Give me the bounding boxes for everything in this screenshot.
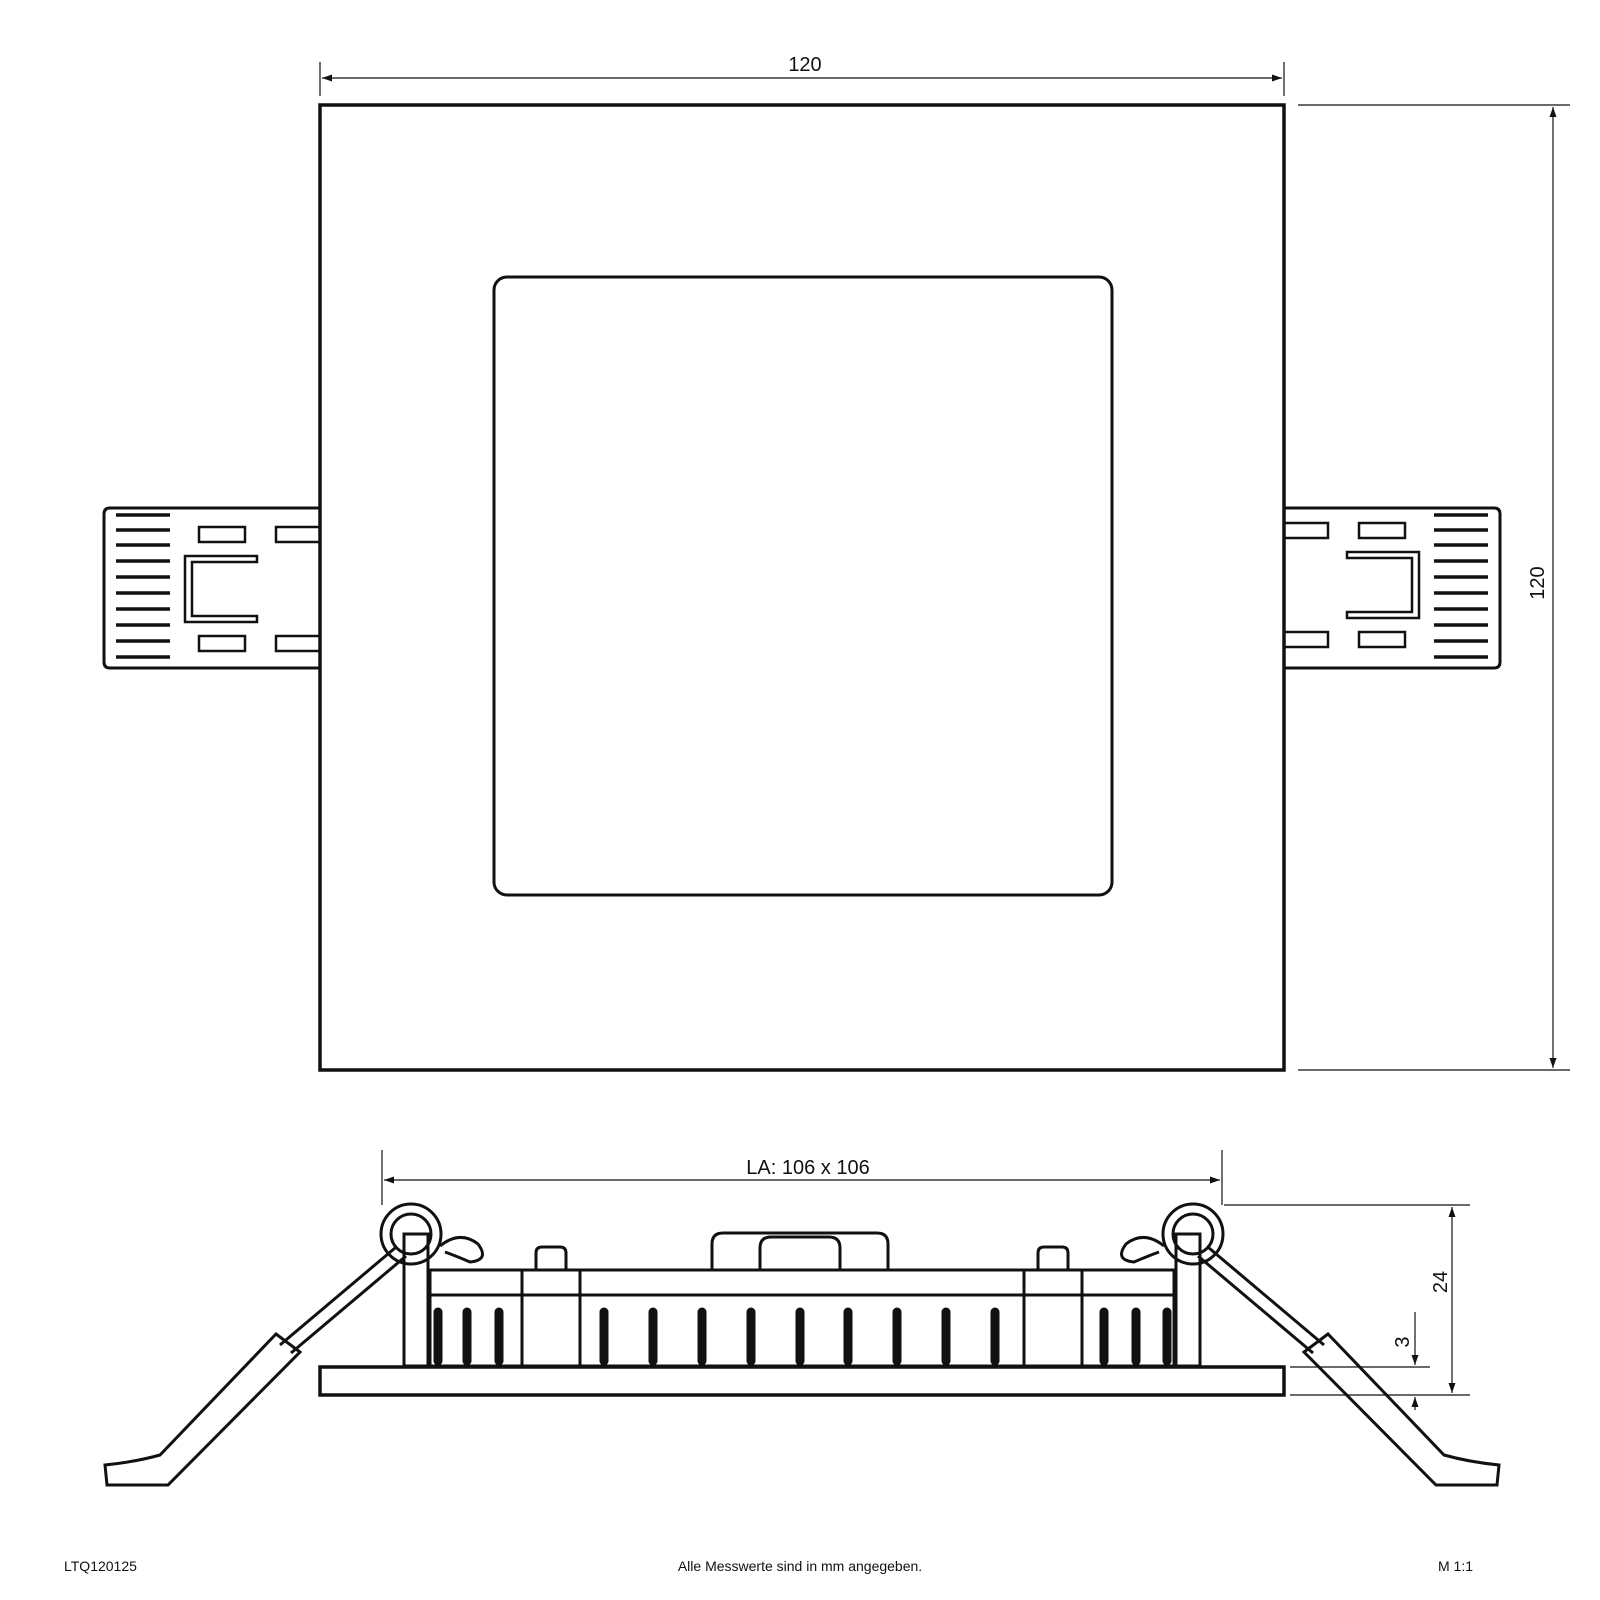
height-label: 120 [1527,566,1549,599]
left-mounting-clip [102,506,322,670]
right-mounting-clip [1282,506,1502,670]
article-number: LTQ120125 [64,1558,137,1574]
cutout-dimension: LA: 106 x 106 [381,1150,1223,1205]
outer-frame [318,103,1286,1072]
cooling-fins [433,1307,1172,1366]
units-note: Alle Messwerte sind in mm angegeben. [677,1558,923,1574]
light-emitting-surface [492,275,1114,897]
scale-label: M 1:1 [1438,1558,1474,1574]
side-view: LA: 106 x 106 24 3 [103,1150,1501,1487]
panel-base [318,1365,1286,1397]
right-spring-clip [1120,1202,1501,1487]
left-spring-clip [103,1202,484,1487]
depth-dimension: 24 [1224,1204,1470,1396]
housing [428,1231,1176,1368]
depth-label: 24 [1430,1271,1452,1293]
cutout-label: LA: 106 x 106 [746,1157,869,1179]
height-dimension: 120 [1298,104,1570,1071]
width-label: 120 [788,54,821,76]
panel-thickness-label: 3 [1392,1336,1414,1347]
width-dimension: 120 [319,54,1285,96]
top-view: 120 120 [102,54,1570,1072]
